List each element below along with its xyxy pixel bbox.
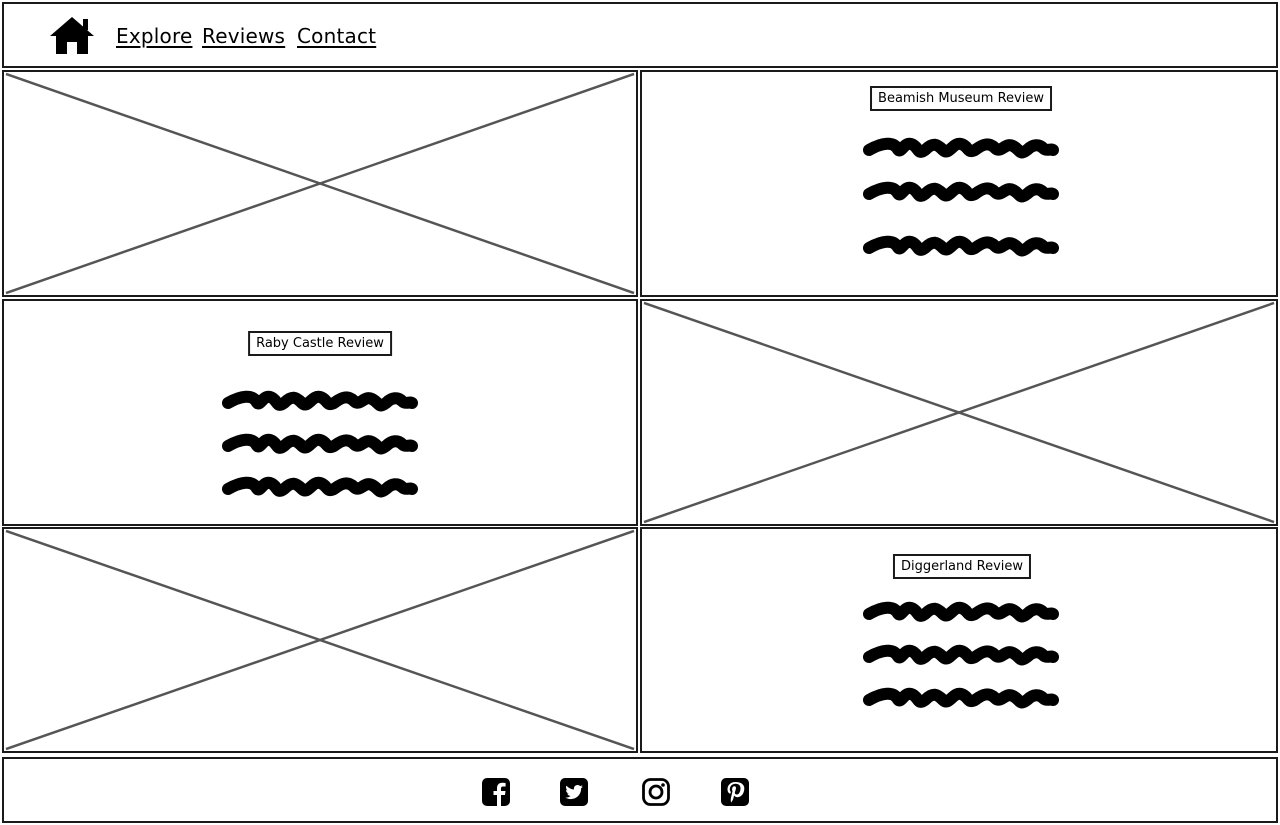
text-scribble xyxy=(863,178,1059,204)
header-nav: Explore Reviews Contact xyxy=(2,2,1278,68)
text-scribble xyxy=(222,473,418,499)
text-scribble xyxy=(222,387,418,413)
text-scribble xyxy=(863,684,1059,710)
image-placeholder-beamish xyxy=(2,70,638,297)
placeholder-cross-icon xyxy=(5,529,635,751)
nav-contact-link[interactable]: Contact xyxy=(297,24,377,48)
placeholder-cross-icon xyxy=(643,301,1275,524)
pinterest-icon[interactable] xyxy=(720,777,750,807)
text-scribble xyxy=(863,641,1059,667)
placeholder-cross-icon xyxy=(5,72,635,295)
home-icon[interactable] xyxy=(48,14,96,56)
review-title-diggerland[interactable]: Diggerland Review xyxy=(892,554,1032,579)
twitter-icon[interactable] xyxy=(559,777,589,807)
text-scribble xyxy=(863,232,1059,258)
instagram-icon[interactable] xyxy=(641,777,671,807)
image-placeholder-raby xyxy=(640,299,1278,526)
text-scribble xyxy=(222,430,418,456)
text-scribble xyxy=(863,134,1059,160)
review-title-beamish[interactable]: Beamish Museum Review xyxy=(870,86,1052,111)
footer-social-bar xyxy=(2,757,1278,823)
review-card-diggerland: Diggerland Review xyxy=(640,527,1278,753)
facebook-icon[interactable] xyxy=(481,777,511,807)
text-scribble xyxy=(863,598,1059,624)
nav-reviews-link[interactable]: Reviews xyxy=(202,24,286,48)
image-placeholder-diggerland xyxy=(2,527,638,753)
review-title-raby[interactable]: Raby Castle Review xyxy=(248,331,392,356)
nav-explore-link[interactable]: Explore xyxy=(116,24,193,48)
review-card-raby: Raby Castle Review xyxy=(2,299,638,526)
review-card-beamish: Beamish Museum Review xyxy=(640,70,1278,297)
